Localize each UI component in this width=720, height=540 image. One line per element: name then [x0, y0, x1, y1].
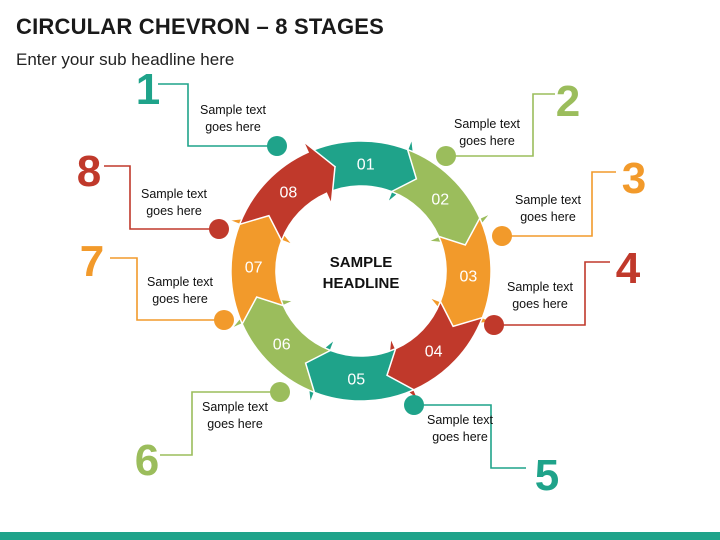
callout-connector [110, 257, 224, 321]
slide-title: CIRCULAR CHEVRON – 8 STAGES [16, 14, 385, 39]
callout-connector [158, 83, 277, 147]
stage-number: 1 [136, 65, 160, 114]
callout-text-line: goes here [146, 204, 202, 218]
callout-text-line: Sample text [147, 275, 214, 289]
stage-number: 6 [135, 436, 159, 485]
callout-text-line: Sample text [141, 187, 208, 201]
callout-text-line: Sample text [507, 280, 574, 294]
callout-dot [209, 219, 229, 239]
chevron-segment-08 [238, 140, 336, 243]
callout-dot [436, 146, 456, 166]
callout-connector [160, 391, 280, 456]
center-headline-line-2: HEADLINE [323, 275, 400, 292]
callout-text-line: goes here [512, 297, 568, 311]
segment-label-05: 05 [347, 371, 365, 388]
callout-connector [494, 261, 610, 326]
slide-subtitle: Enter your sub headline here [16, 50, 235, 69]
segment-label-07: 07 [245, 259, 263, 276]
stage-number: 5 [535, 451, 559, 500]
callout-connector [104, 165, 219, 230]
callout-text-line: goes here [207, 417, 263, 431]
callout-dot [214, 310, 234, 330]
segment-label-01: 01 [357, 157, 375, 174]
callout-dot [492, 226, 512, 246]
stage-number: 4 [616, 244, 641, 293]
segment-label-06: 06 [273, 337, 291, 354]
callout-dot [404, 395, 424, 415]
segment-label-08: 08 [280, 185, 298, 202]
chevron-ring: 01 02 03 04 05 06 07 08 [228, 138, 494, 404]
callout-stage-6: 6 Sample text goes here [135, 382, 290, 485]
callout-text-line: goes here [205, 120, 261, 134]
stage-number: 7 [80, 237, 104, 286]
callout-text-line: Sample text [515, 193, 582, 207]
callout-stage-5: 5 Sample text goes here [404, 395, 559, 500]
stage-number: 3 [622, 154, 646, 203]
footer-bar [0, 532, 720, 540]
callout-text-line: goes here [459, 134, 515, 148]
segment-label-04: 04 [425, 343, 443, 360]
callout-connector [414, 404, 526, 469]
center-headline-line-1: SAMPLE [330, 254, 393, 271]
callout-text-line: goes here [152, 292, 208, 306]
stage-number: 8 [77, 147, 101, 196]
callout-connector [446, 93, 555, 157]
callout-dot [270, 382, 290, 402]
callout-text-line: goes here [432, 430, 488, 444]
segment-label-02: 02 [431, 191, 449, 208]
callout-text-line: Sample text [454, 117, 521, 131]
callout-text-line: Sample text [427, 413, 494, 427]
callout-text-line: Sample text [200, 103, 267, 117]
callout-dot [484, 315, 504, 335]
stage-number: 2 [556, 77, 580, 126]
callout-connector [502, 171, 616, 237]
callout-dot [267, 136, 287, 156]
callout-text-line: Sample text [202, 400, 269, 414]
segment-label-03: 03 [460, 269, 478, 286]
callout-text-line: goes here [520, 210, 576, 224]
